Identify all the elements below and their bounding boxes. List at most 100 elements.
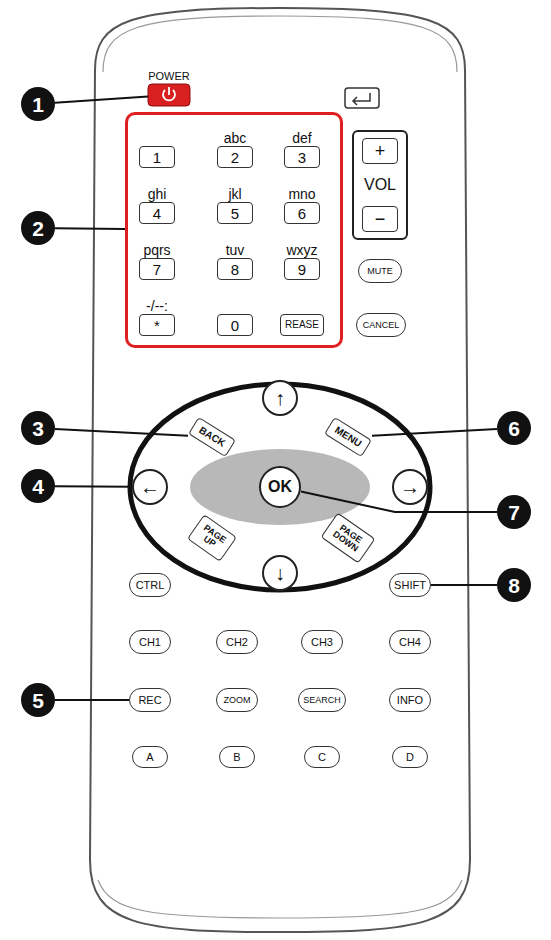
nav-button: →	[392, 469, 428, 505]
button-label: 5	[32, 690, 44, 711]
button-label: ZOOM	[224, 696, 251, 705]
button-caption: pqrs	[143, 243, 170, 258]
button-label: 7	[508, 502, 520, 523]
button-label: CANCEL	[363, 321, 400, 330]
remote-body-inner-edge	[103, 16, 457, 72]
key-button: −	[362, 206, 398, 232]
button-label: CTRL	[136, 580, 165, 591]
button-label: ↓	[275, 563, 285, 583]
button-label: MENU	[333, 425, 363, 449]
function-button: CH3	[301, 630, 343, 654]
callout-number: 5	[21, 683, 55, 717]
button-caption: wxyz	[286, 243, 317, 258]
button-label: 3	[32, 418, 44, 439]
nav-ring-button: PAGE UP	[187, 514, 237, 562]
function-button: CTRL	[129, 573, 171, 597]
button-label: 5	[231, 206, 239, 221]
button-caption: mno	[288, 187, 315, 202]
callout-number: 1	[21, 87, 55, 121]
return-icon	[353, 93, 370, 105]
leader-line	[55, 96, 148, 102]
button-label: −	[375, 210, 386, 228]
button-label: ←	[140, 477, 160, 497]
button-label: C	[318, 752, 326, 763]
power-button	[148, 84, 190, 106]
button-label: CH2	[226, 637, 248, 648]
callout-number: 2	[21, 211, 55, 245]
function-button: CH2	[216, 630, 258, 654]
keypad-group: 1abc2def3ghi4jkl5mno6pqrs7tuv8wxyz9-/--:…	[125, 112, 343, 348]
key-button: tuv8	[217, 258, 253, 280]
button-label: 1	[153, 150, 161, 165]
button-label: CH3	[311, 637, 333, 648]
button-label: 1	[32, 94, 44, 115]
key-button: ghi4	[139, 202, 175, 224]
button-label: A	[146, 752, 153, 763]
button-label: CH4	[399, 637, 421, 648]
button-label: 9	[298, 262, 306, 277]
function-button: B	[219, 746, 255, 768]
key-button: wxyz9	[284, 258, 320, 280]
nav-button: ↓	[262, 555, 298, 591]
callout-number: 4	[21, 469, 55, 503]
button-label: PAGE UP	[191, 520, 232, 557]
button-label: D	[406, 752, 414, 763]
key-button: abc2	[217, 146, 253, 168]
button-caption: tuv	[226, 243, 245, 258]
return-button	[345, 88, 379, 108]
key-button: pqrs7	[139, 258, 175, 280]
nav-center-pad	[190, 449, 370, 525]
button-label: 0	[231, 318, 239, 333]
function-button: INFO	[389, 688, 431, 712]
function-button: SHIFT	[389, 573, 431, 597]
button-label: →	[400, 477, 420, 497]
nav-button: ↑	[262, 380, 298, 416]
button-label: ↑	[275, 388, 285, 408]
button-caption: POWER	[148, 71, 190, 83]
key-button: 1	[139, 146, 175, 168]
button-caption: -/--:	[146, 299, 168, 314]
callout-number: 6	[497, 411, 531, 445]
nav-ring-button: MENU	[324, 417, 372, 457]
button-label: CH1	[139, 637, 161, 648]
function-button: ZOOM	[216, 688, 258, 712]
remote-body-bottom-edge	[98, 880, 462, 918]
button-label: 4	[32, 476, 44, 497]
button-label: +	[375, 142, 386, 160]
key-button: REASE	[280, 314, 324, 336]
button-label: PAGE DOWN	[325, 518, 371, 558]
button-label: *	[154, 318, 160, 333]
leader-line	[55, 429, 188, 436]
function-button: REC	[129, 688, 171, 712]
button-label: 8	[508, 575, 520, 596]
button-label: REASE	[285, 320, 319, 330]
button-label: 3	[298, 150, 306, 165]
key-button: mno6	[284, 202, 320, 224]
button-label: SEARCH	[303, 696, 341, 705]
leader-line	[55, 699, 129, 701]
volume-group: VOL+−	[352, 130, 408, 240]
leader-line	[55, 485, 132, 488]
button-label: 4	[153, 206, 161, 221]
leader-line	[431, 584, 497, 586]
button-label: 8	[231, 262, 239, 277]
callout-number: 7	[497, 495, 531, 529]
button-label: 6	[508, 418, 520, 439]
callout-number: 8	[497, 568, 531, 602]
nav-button: OK	[259, 466, 301, 508]
leader-line	[372, 429, 497, 436]
nav-ring-button: BACK	[188, 417, 236, 457]
power-icon	[163, 87, 175, 100]
button-label: OK	[268, 479, 292, 495]
button-label: BACK	[197, 425, 227, 449]
leader-line	[55, 227, 125, 230]
function-button: MUTE	[358, 259, 402, 283]
button-caption: jkl	[228, 187, 241, 202]
nav-ring-button: PAGE DOWN	[321, 513, 376, 564]
function-button: C	[304, 746, 340, 768]
button-label: 2	[231, 150, 239, 165]
function-button: A	[132, 746, 168, 768]
remote-body	[90, 8, 470, 932]
button-label: INFO	[397, 695, 423, 706]
